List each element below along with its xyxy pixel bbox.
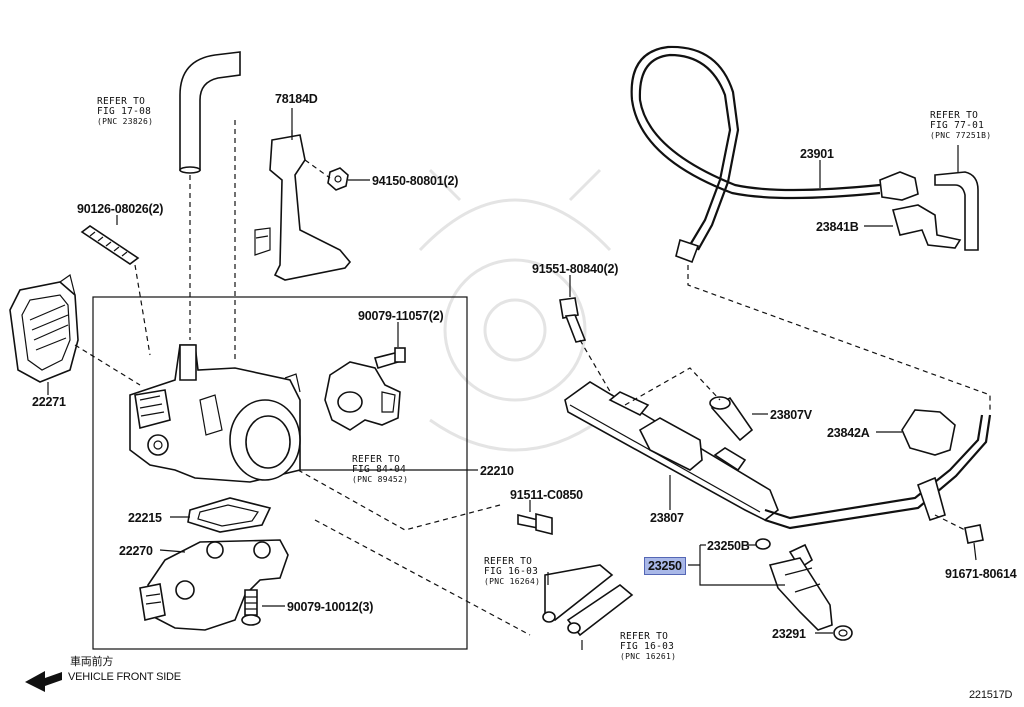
part-label-94150[interactable]: 94150-80801(2) bbox=[372, 174, 459, 188]
fuel-delivery-pipe-icon bbox=[564, 381, 779, 521]
air-hose-icon bbox=[179, 51, 241, 174]
delivery-pipe-bolt-icon bbox=[559, 297, 587, 343]
part-label-78184d[interactable]: 78184D bbox=[275, 92, 318, 106]
reference-note-4: REFER TO FIG 16-03 (PNC 16264) bbox=[484, 556, 541, 587]
arrow-left-icon bbox=[25, 671, 62, 692]
throttle-body-group-box bbox=[92, 296, 468, 650]
part-label-23807[interactable]: 23807 bbox=[650, 511, 684, 525]
part-label-22215[interactable]: 22215 bbox=[128, 511, 162, 525]
bolt-icon bbox=[517, 512, 553, 536]
reference-note-5: REFER TO FIG 16-03 (PNC 16261) bbox=[620, 631, 677, 662]
part-label-23807v[interactable]: 23807V bbox=[770, 408, 812, 422]
reference-note-2: REFER TO FIG 77-01 (PNC 77251B) bbox=[930, 110, 992, 141]
air-filter-gasket-icon bbox=[9, 274, 79, 383]
screw-icon bbox=[373, 347, 406, 369]
coolant-hose-icon bbox=[542, 564, 634, 637]
direction-label-english: VEHICLE FRONT SIDE bbox=[68, 671, 181, 683]
vacuum-hose-icon bbox=[934, 171, 979, 251]
throttle-sensor-icon bbox=[324, 361, 401, 431]
idle-gasket-icon bbox=[187, 497, 272, 533]
stud-bolt-icon bbox=[80, 225, 140, 265]
part-label-22271[interactable]: 22271 bbox=[32, 395, 66, 409]
reference-note-1: REFER TO FIG 17-08 (PNC 23826) bbox=[97, 96, 154, 127]
pipe-bolt-icon bbox=[964, 524, 984, 561]
part-label-23250-highlighted[interactable]: 23250 bbox=[644, 557, 686, 575]
part-label-23842a[interactable]: 23842A bbox=[827, 426, 870, 440]
part-label-90079-11057[interactable]: 90079-11057(2) bbox=[358, 309, 444, 323]
reference-note-3: REFER TO FIG 84-04 (PNC 89452) bbox=[352, 454, 409, 485]
part-label-22270[interactable]: 22270 bbox=[119, 544, 153, 558]
part-label-91671[interactable]: 91671-80614 bbox=[945, 567, 1017, 581]
part-label-23841b[interactable]: 23841B bbox=[816, 220, 859, 234]
part-label-90079-10012[interactable]: 90079-10012(3) bbox=[287, 600, 374, 614]
part-label-23901[interactable]: 23901 bbox=[800, 147, 834, 161]
bracket-icon bbox=[254, 130, 352, 281]
part-label-22210[interactable]: 22210 bbox=[480, 464, 514, 478]
nut-icon bbox=[327, 167, 349, 191]
part-label-23250b[interactable]: 23250B bbox=[707, 539, 750, 553]
fuel-injector-icon bbox=[768, 543, 833, 631]
fuel-hose-icon bbox=[630, 45, 919, 264]
figure-code: 221517D bbox=[969, 689, 1013, 701]
hose-clip-icon bbox=[891, 204, 962, 249]
part-label-91551[interactable]: 91551-80840(2) bbox=[532, 262, 619, 276]
watermark-emblem bbox=[418, 168, 612, 452]
part-label-90126[interactable]: 90126-08026(2) bbox=[77, 202, 164, 216]
throttle-body-icon bbox=[129, 344, 301, 483]
part-label-23291[interactable]: 23291 bbox=[772, 627, 806, 641]
fuel-pipe-clamp-icon bbox=[901, 409, 956, 456]
pulsation-damper-icon bbox=[709, 396, 754, 442]
part-label-91511[interactable]: 91511-C0850 bbox=[510, 488, 583, 502]
idle-control-valve-icon bbox=[139, 539, 289, 631]
idle-valve-screw-icon bbox=[241, 589, 261, 626]
direction-label-japanese: 車両前方 bbox=[70, 656, 114, 668]
